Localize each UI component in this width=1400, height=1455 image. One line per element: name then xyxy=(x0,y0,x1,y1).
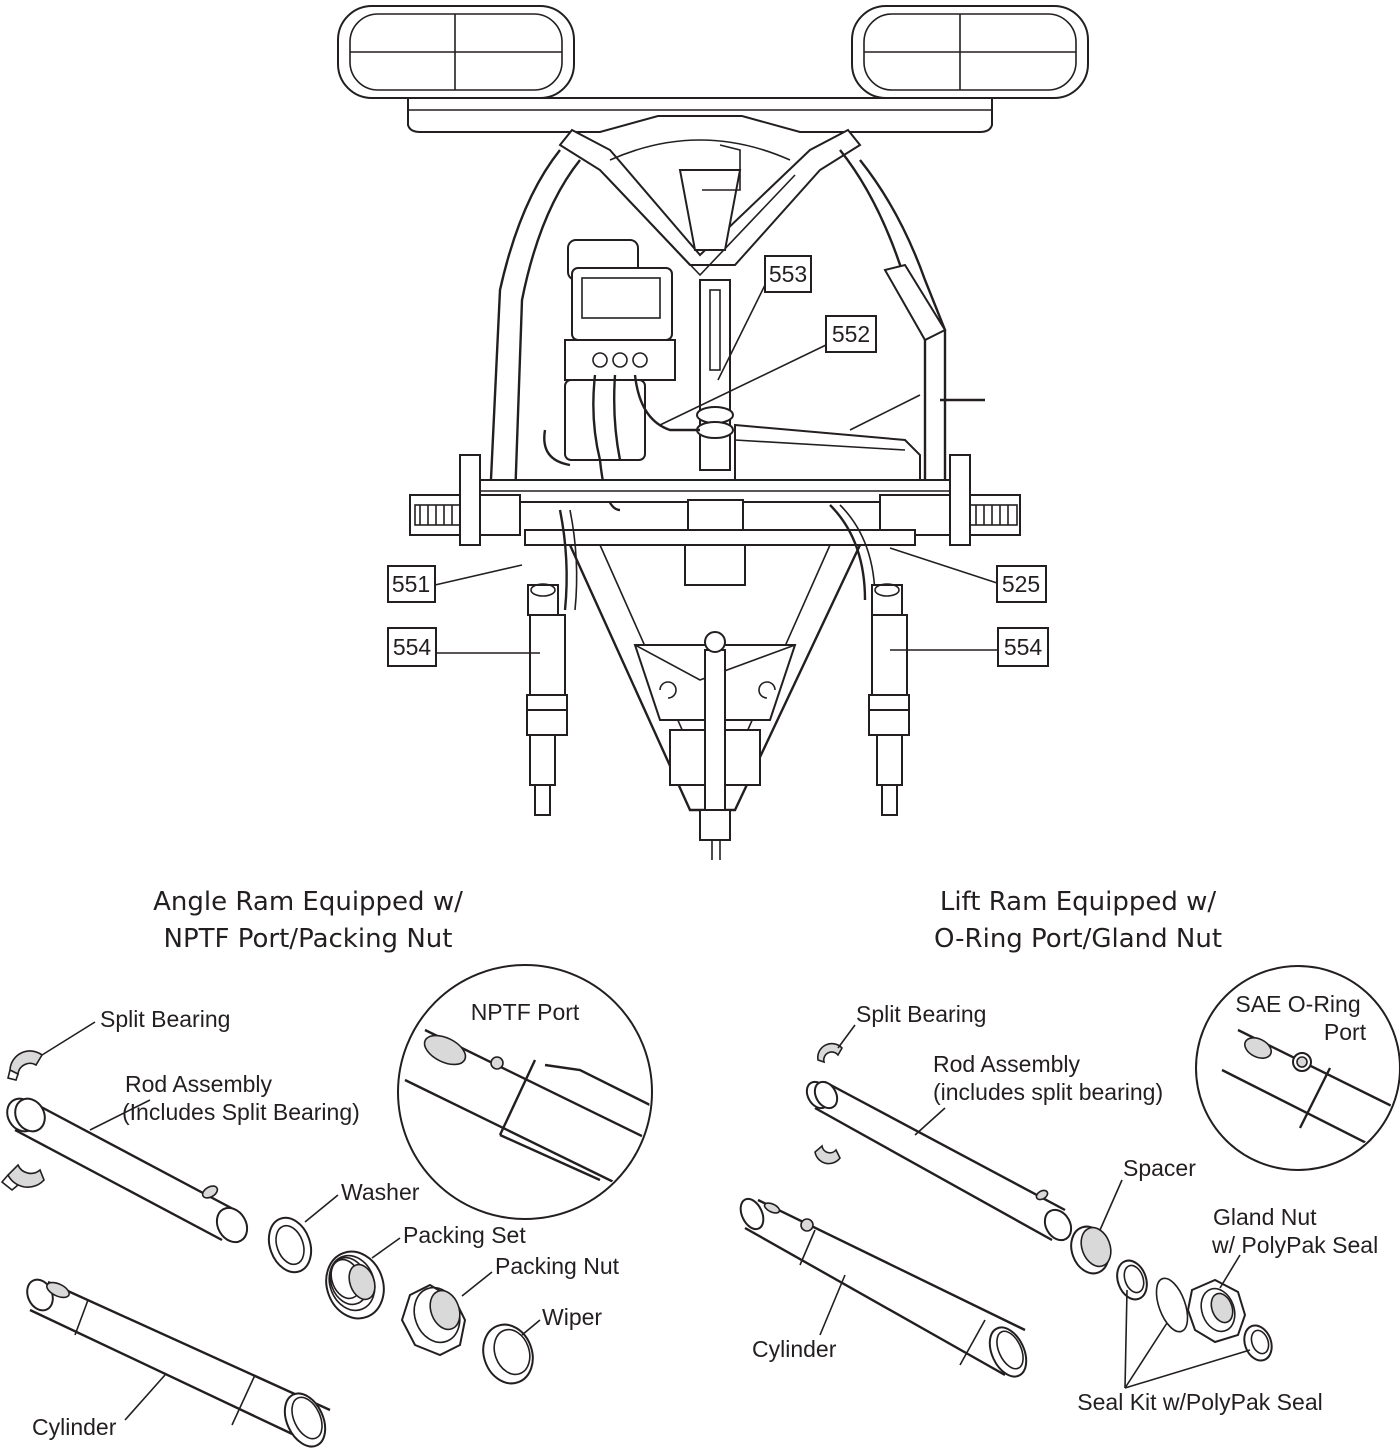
callout-551: 551 xyxy=(387,564,523,603)
hydraulic-pump-unit xyxy=(543,239,700,512)
washer-label: Washer xyxy=(341,1179,420,1205)
spacer-label: Spacer xyxy=(1123,1155,1196,1181)
washer xyxy=(267,1216,313,1274)
callout-525: 525 xyxy=(889,547,1047,603)
left-angle-ram xyxy=(526,583,568,816)
callout-552-label: 552 xyxy=(832,321,870,347)
split-bearing-top xyxy=(7,1050,44,1081)
right-cylinder xyxy=(739,1197,1028,1378)
callout-553-label: 553 xyxy=(769,261,807,287)
left-cylinder xyxy=(26,1278,331,1448)
wiper xyxy=(482,1323,534,1385)
seal-kit xyxy=(1116,1259,1273,1362)
callout-553: 553 xyxy=(717,255,812,381)
packing-nut xyxy=(400,1283,467,1357)
left-headlight xyxy=(337,5,575,99)
callout-554-right-label: 554 xyxy=(1004,634,1043,660)
sae-oring-port-detail xyxy=(1195,965,1400,1171)
plow-frame-assembly xyxy=(337,5,1089,860)
callout-551-label: 551 xyxy=(392,571,430,597)
callout-554-right: 554 xyxy=(890,627,1049,667)
spacer xyxy=(1070,1225,1112,1275)
gland-nut-label-line1: Gland Nut xyxy=(1213,1204,1317,1230)
gland-nut-label-line2: w/ PolyPak Seal xyxy=(1211,1232,1378,1258)
callout-554-left-label: 554 xyxy=(393,634,432,660)
nptf-port-label: NPTF Port xyxy=(471,999,580,1025)
packing-set xyxy=(325,1250,385,1320)
left-cylinder-label: Cylinder xyxy=(32,1414,117,1440)
right-cylinder-label: Cylinder xyxy=(752,1336,837,1362)
split-bearing-bottom xyxy=(0,1163,45,1192)
angle-ram-title-line2: NPTF Port/Packing Nut xyxy=(164,924,453,954)
left-rod-assembly-label-line1: Rod Assembly xyxy=(125,1071,273,1097)
sae-oring-port-label-line1: SAE O-Ring xyxy=(1235,991,1360,1017)
callout-552: 552 xyxy=(659,315,877,426)
gland-nut xyxy=(1186,1278,1247,1344)
sae-oring-port-label-line2: Port xyxy=(1324,1019,1367,1045)
callout-525-label: 525 xyxy=(1002,571,1040,597)
right-split-bearing-bottom xyxy=(814,1144,841,1165)
right-headlight xyxy=(851,5,1089,99)
right-split-bearing-label: Split Bearing xyxy=(856,1001,986,1027)
lift-ram-title-line1: Lift Ram Equipped w/ xyxy=(940,887,1217,917)
wiper-label: Wiper xyxy=(542,1304,602,1330)
seal-kit-label: Seal Kit w/PolyPak Seal xyxy=(1077,1389,1322,1415)
angle-ram-panel: Angle Ram Equipped w/ NPTF Port/Packing … xyxy=(0,887,653,1448)
callout-554-left: 554 xyxy=(387,627,540,667)
packing-set-label: Packing Set xyxy=(403,1222,526,1248)
left-split-bearing-label: Split Bearing xyxy=(100,1006,230,1032)
right-rod-assembly-label-line1: Rod Assembly xyxy=(933,1051,1081,1077)
lift-ram-panel: Lift Ram Equipped w/ O-Ring Port/Gland N… xyxy=(739,887,1400,1415)
right-rod-assembly xyxy=(805,1080,1073,1242)
right-rod-assembly-label-line2: (includes split bearing) xyxy=(933,1079,1163,1105)
left-rod-assembly xyxy=(6,1097,249,1244)
angle-ram-title-line1: Angle Ram Equipped w/ xyxy=(153,887,463,917)
right-angle-ram xyxy=(868,583,910,816)
packing-nut-label: Packing Nut xyxy=(495,1253,620,1279)
right-split-bearing-top xyxy=(817,1042,843,1064)
lift-ram-title-line2: O-Ring Port/Gland Nut xyxy=(934,924,1222,954)
left-rod-assembly-label-line2: (Includes Split Bearing) xyxy=(122,1099,360,1125)
